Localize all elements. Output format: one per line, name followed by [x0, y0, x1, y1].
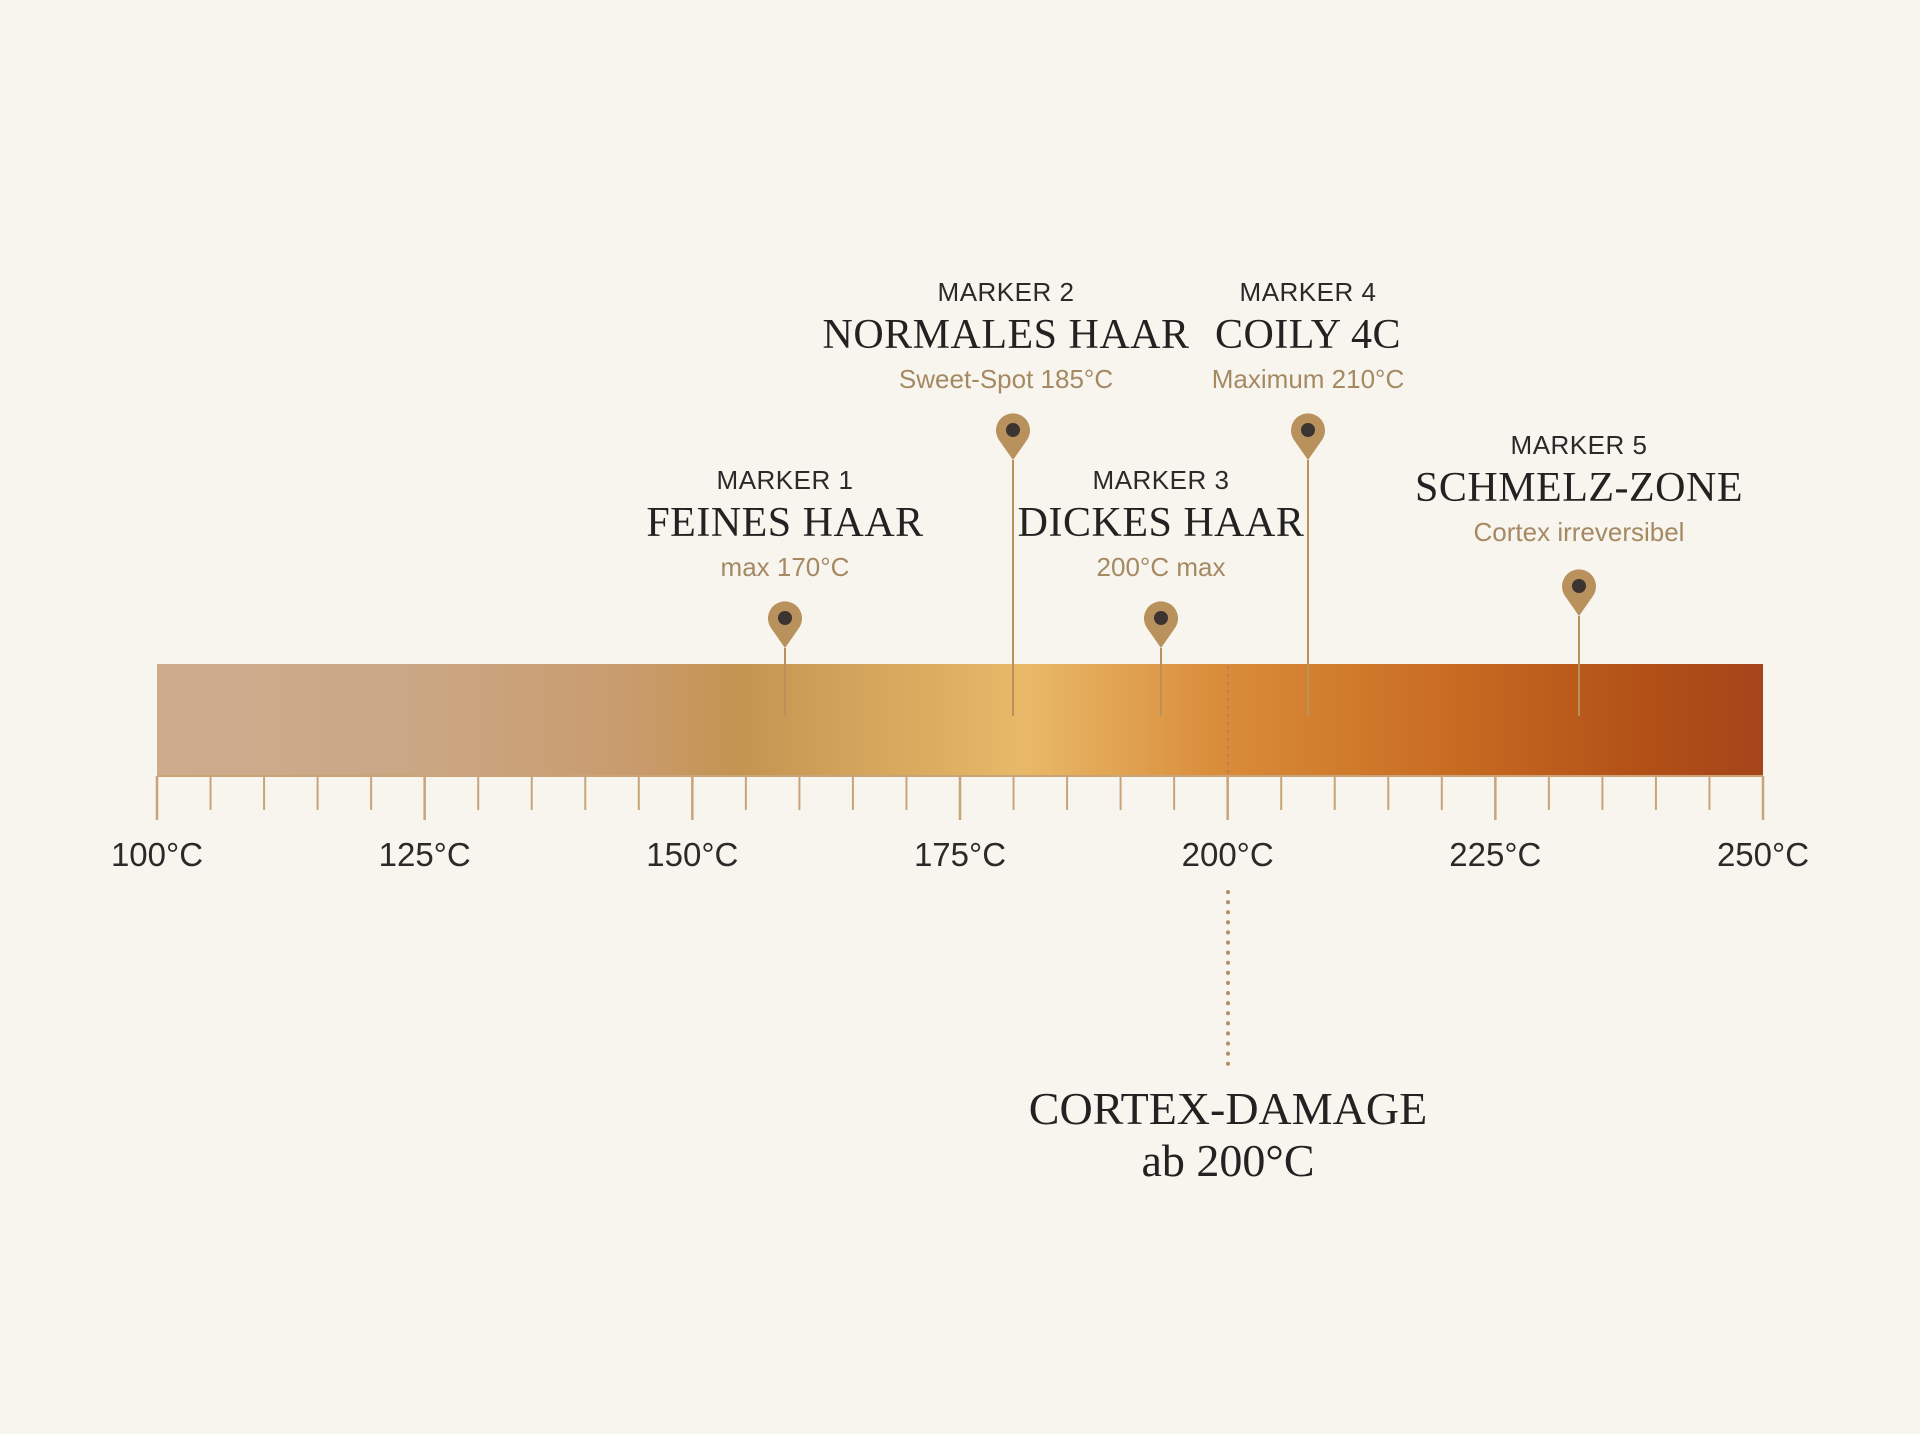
tick-label: 100°C [111, 836, 203, 873]
marker-2: MARKER 2 NORMALES HAAR Sweet-Spot 185°C [766, 275, 1246, 397]
tick-label: 250°C [1717, 836, 1809, 873]
marker-4-subtitle: Maximum 210°C [1211, 364, 1405, 394]
temperature-gradient-bar [157, 664, 1763, 776]
marker-3-subtitle: 200°C max [1096, 552, 1226, 582]
tick-label: 125°C [379, 836, 471, 873]
map-pin-icon [1562, 569, 1596, 716]
marker-2-title: NORMALES HAAR [822, 312, 1190, 358]
tick-label: 200°C [1182, 836, 1274, 873]
marker-1-subtitle: max 170°C [720, 552, 850, 582]
pin-dot [1006, 423, 1020, 437]
map-pin-icon [1291, 413, 1325, 716]
cortex-damage-title: CORTEX-DAMAGE [1028, 1083, 1428, 1134]
marker-2-label: MARKER 2 [937, 277, 1075, 307]
marker-5-title: SCHMELZ-ZONE [1415, 465, 1743, 511]
marker-1-title: FEINES HAAR [646, 500, 924, 546]
marker-3: MARKER 3 DICKES HAAR 200°C max [921, 463, 1401, 585]
map-pin-icon [767, 601, 802, 716]
pin-dot [1301, 423, 1315, 437]
marker-5: MARKER 5 SCHMELZ-ZONE Cortex irreversibe… [1339, 428, 1819, 550]
marker-2-subtitle: Sweet-Spot 185°C [898, 364, 1114, 394]
marker-3-label: MARKER 3 [1092, 465, 1230, 495]
marker-4: MARKER 4 COILY 4C Maximum 210°C [1068, 275, 1548, 397]
map-pin-icon [1144, 601, 1178, 716]
pin-dot [1154, 611, 1168, 625]
tick-label: 150°C [646, 836, 738, 873]
marker-4-title: COILY 4C [1214, 312, 1402, 358]
cortex-damage-annotation: CORTEX-DAMAGE ab 200°C [928, 1083, 1528, 1187]
marker-5-subtitle: Cortex irreversibel [1473, 517, 1685, 547]
tick-label: 225°C [1449, 836, 1541, 873]
marker-3-title: DICKES HAAR [1017, 500, 1305, 546]
map-pin-icon [995, 413, 1031, 716]
pin-dot [1572, 579, 1586, 593]
marker-1: MARKER 1 FEINES HAAR max 170°C [545, 463, 1025, 585]
cortex-damage-threshold: ab 200°C [1141, 1135, 1315, 1186]
marker-5-label: MARKER 5 [1510, 430, 1648, 460]
pin-dot [778, 611, 792, 625]
marker-1-label: MARKER 1 [716, 465, 854, 495]
tick-label: 175°C [914, 836, 1006, 873]
marker-4-label: MARKER 4 [1239, 277, 1377, 307]
